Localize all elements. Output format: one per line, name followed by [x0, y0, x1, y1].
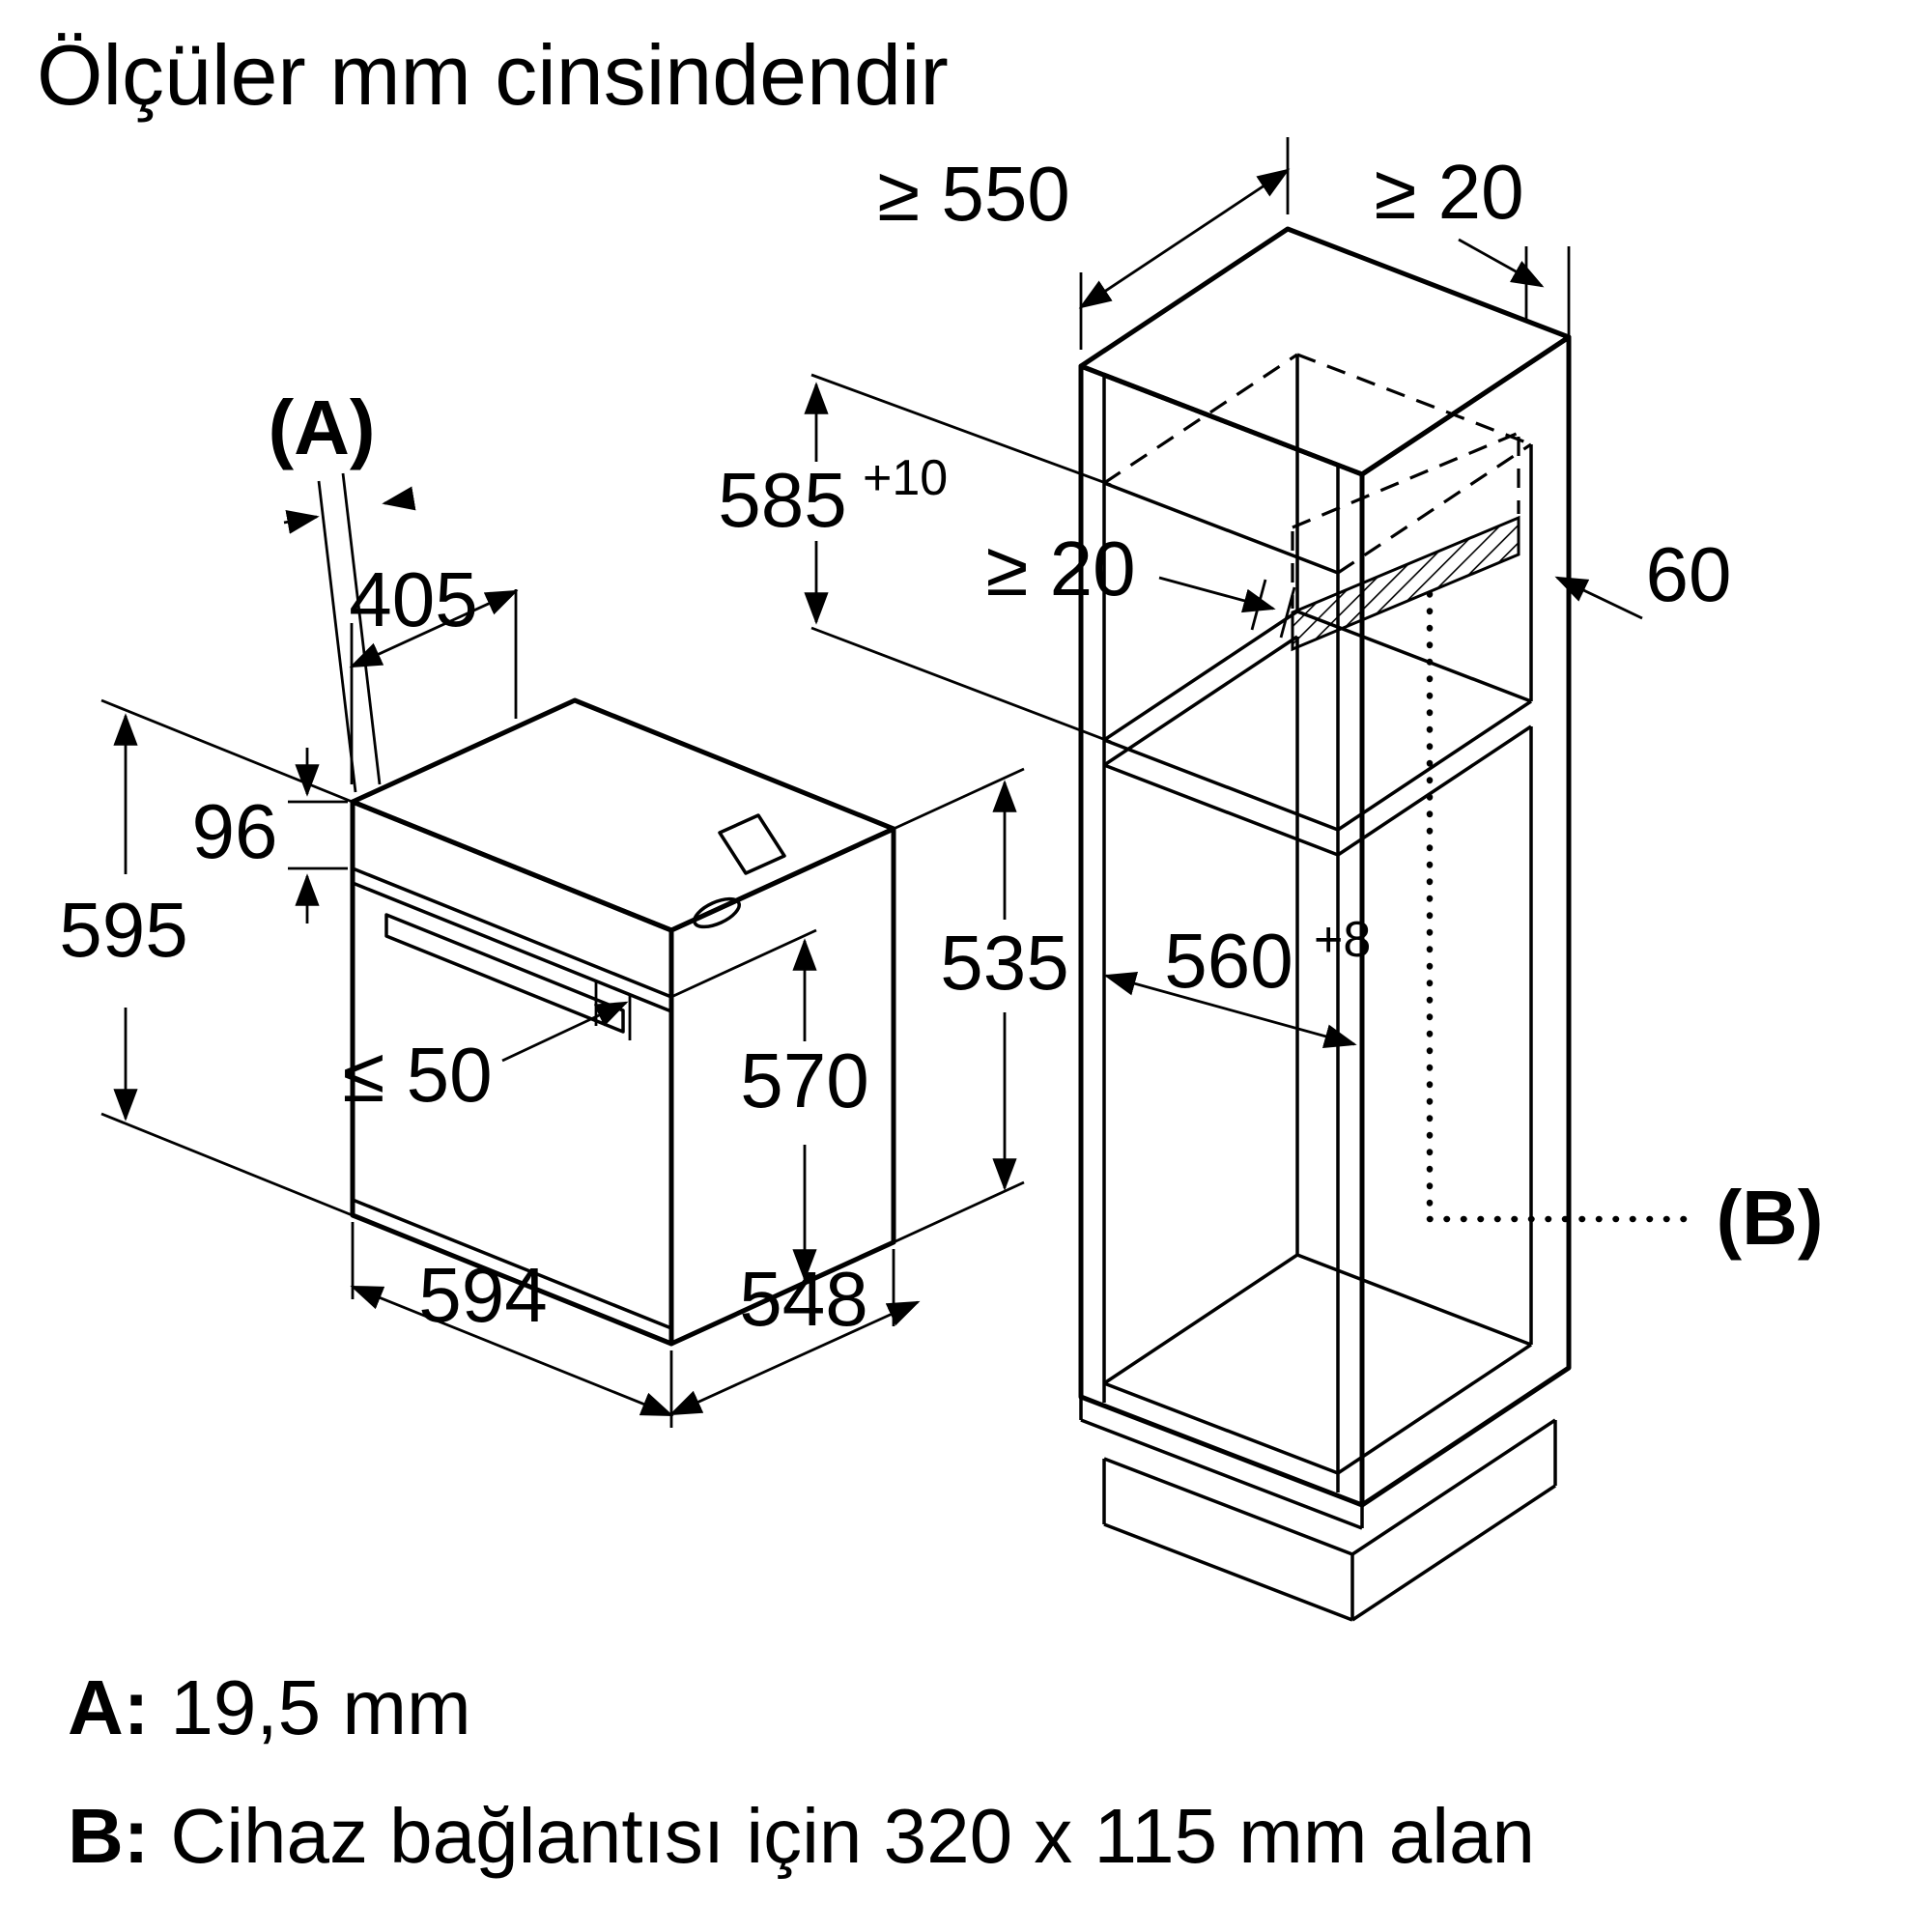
dim-group-585: 585 +10 [718, 373, 1112, 744]
dim-oven-594: 594 [418, 1252, 547, 1338]
dim-group-550: ≥ 550 [877, 137, 1291, 350]
cabinet-drawing [1078, 226, 1696, 1622]
dim-group-ref-b: (B) [1716, 1175, 1823, 1261]
dim-oven-ref-a: (A) [268, 384, 375, 470]
connection-area-dotted-line [1426, 590, 1696, 1223]
dim-group-405: 405 [349, 556, 519, 784]
oven-grip-hole [693, 896, 741, 929]
dim-group-50: ≤ 50 [342, 980, 632, 1118]
dim-group-570: 570 [670, 928, 869, 1346]
dim-group-535: 535 [893, 767, 1069, 1244]
dim-oven-570: 570 [740, 1037, 868, 1123]
dim-cabinet-60: 60 [1646, 531, 1732, 617]
dim-cabinet-ref-b: (B) [1716, 1175, 1823, 1261]
dim-group-60: 60 [1554, 531, 1732, 620]
oven-drawing [350, 697, 896, 1347]
cabinet-plinth [1079, 1397, 1557, 1622]
dim-group-594: 594 [350, 1222, 674, 1428]
dim-group-20-shelf: ≥ 20 [985, 526, 1296, 639]
oven-handle-bar [384, 913, 625, 1034]
dim-group-548: 548 [668, 1249, 921, 1416]
cabinet-outline [1078, 226, 1572, 1508]
legend-line-b: B:Cihaz bağlantısı için 320 x 115 mm ala… [68, 1793, 1535, 1879]
cabinet-interior [1102, 355, 1533, 1492]
oven-top-notch [718, 813, 786, 875]
dim-oven-548: 548 [739, 1256, 867, 1342]
legend-b-value: Cihaz bağlantısı için 320 x 115 mm alan [170, 1793, 1535, 1879]
dim-cabinet-585: 585 [718, 457, 846, 543]
legend-a-value: 19,5 mm [170, 1664, 470, 1750]
diagram-title: Ölçüler mm cinsindendir [37, 27, 949, 123]
dim-cabinet-550: ≥ 550 [877, 151, 1070, 237]
dim-cabinet-585-tol: +10 [863, 450, 948, 506]
dim-group-20-rear: ≥ 20 [1374, 149, 1571, 335]
dim-cabinet-20-shelf: ≥ 20 [985, 526, 1135, 611]
dim-oven-96: 96 [192, 788, 278, 874]
dim-oven-535: 535 [940, 920, 1068, 1006]
legend-a-label: A: [68, 1664, 149, 1750]
legend-b-label: B: [68, 1793, 149, 1879]
dim-oven-595: 595 [59, 887, 187, 973]
legend: A:19,5 mm B:Cihaz bağlantısı için 320 x … [68, 1664, 1535, 1879]
dim-group-560: 560 +8 [1103, 912, 1371, 1048]
dim-cabinet-560: 560 [1164, 918, 1293, 1004]
dim-group-96: 96 [192, 748, 348, 923]
dim-oven-405: 405 [349, 556, 477, 642]
legend-line-a: A:19,5 mm [68, 1664, 471, 1750]
dim-group-595: 595 [59, 698, 360, 1220]
dim-cabinet-20-rear: ≥ 20 [1374, 149, 1523, 235]
hidden-edges-dashed [1103, 353, 1532, 609]
dim-cabinet-560-tol: +8 [1314, 912, 1371, 968]
vent-hatch-area [1291, 515, 1520, 652]
dim-oven-50: ≤ 50 [342, 1032, 492, 1118]
